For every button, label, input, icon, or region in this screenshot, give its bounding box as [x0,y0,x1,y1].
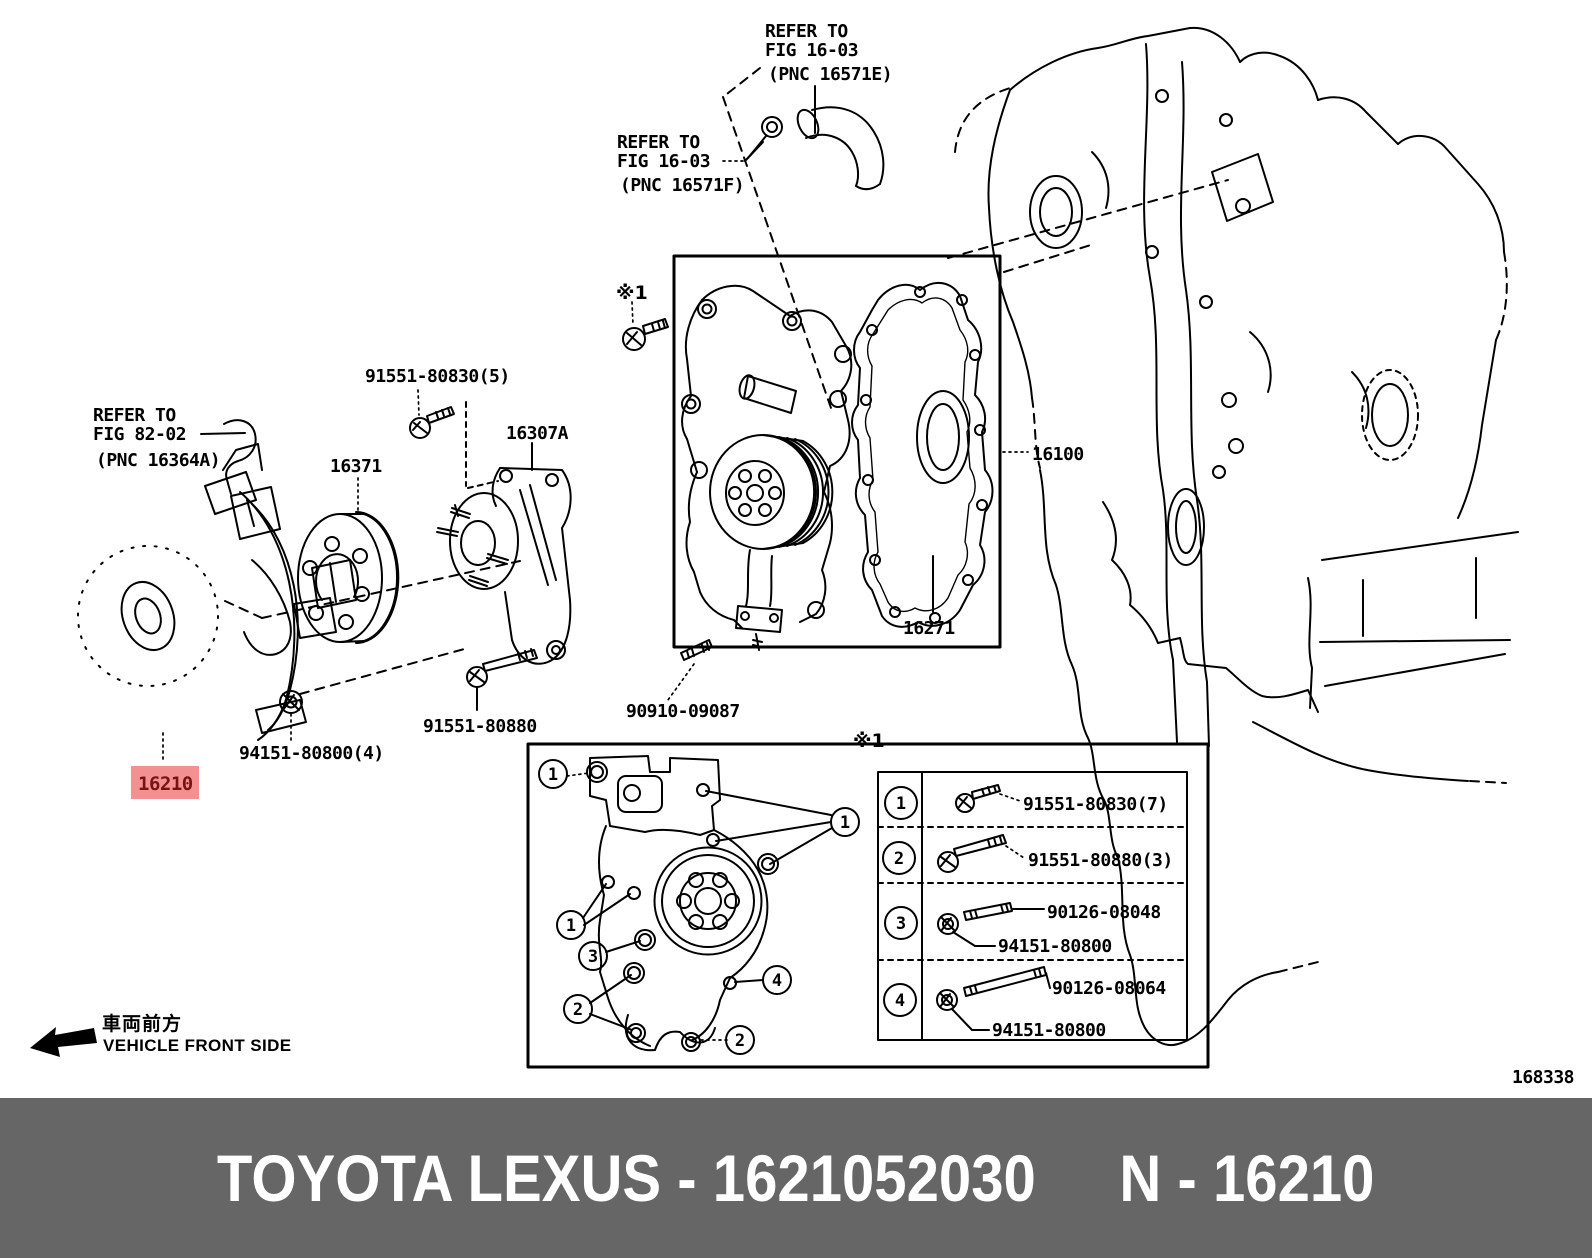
part-label-91551-80830-5: 91551-80830(5) [365,366,510,387]
footer-part-number: TOYOTA LEXUS - 1621052030 [217,1141,1037,1215]
exploded-axis-lines [224,401,521,695]
refer-fig1603e-line1: REFER TO [765,21,848,42]
table-part-91551-80880-3: 91551-80880(3) [1028,850,1173,871]
highlighted-part-box[interactable] [131,766,199,799]
table-stud-08048-icon [963,902,1045,921]
footer-bar: TOYOTA LEXUS - 1621052030 N - 16210 [0,1098,1592,1258]
table-row2-num: 2 [894,849,904,869]
refer-fig8202-line1: REFER TO [93,405,176,426]
callout-2a: 2 [573,1000,583,1020]
table-row3-num: 3 [896,914,906,934]
refer-fig1603e-line3: (PNC 16571E) [768,64,892,85]
stud-90910-09087-icon [680,639,713,661]
bolt-91551-80880-icon [466,648,538,688]
table-stud-08064-icon [963,966,1051,997]
table-bolt-80830-icon [955,784,1021,813]
part-label-16307a: 16307A [506,423,569,444]
engine-line-art [947,26,1519,1046]
part-label-90910-09087: 90910-09087 [626,701,740,722]
callout-1c: 1 [566,916,576,936]
label-leader-lines [162,85,1029,764]
note-marker-left: ※1 [616,282,648,304]
part-label-16100: 16100 [1032,444,1084,465]
bolt-91551-80830-icon [409,406,455,439]
table-nut-80800-row3-icon [937,913,996,947]
footer-pnc: N - 16210 [1119,1141,1375,1215]
part-label-94151-80800-4: 94151-80800(4) [239,743,384,764]
callout-3: 3 [588,947,598,967]
note-marker-box: ※1 [853,730,885,752]
vehicle-front-label-en: VEHICLE FRONT SIDE [103,1036,292,1055]
bolt-note1-icon [622,318,669,351]
water-pump-box [672,254,1002,651]
part-label-16371: 16371 [330,456,382,477]
refer-fig1603f-line3: (PNC 16571F) [620,175,744,196]
table-row1-num: 1 [896,794,906,814]
fan-coupling-art [77,443,357,741]
refer-fig8202-line3: (PNC 16364A) [96,450,220,471]
refer-8202-part-art [223,419,281,540]
refer-fig8202-line2: FIG 82-02 [93,424,186,445]
vehicle-front-arrow-icon [30,1027,97,1057]
refer-fig1603f-line2: FIG 16-03 [617,151,710,172]
table-part-90126-08048: 90126-08048 [1047,902,1161,923]
refer-fig1603f-line1: REFER TO [617,132,700,153]
table-part-94151-80800-r3: 94151-80800 [998,936,1112,957]
hose-and-clamp-art [722,67,885,409]
vehicle-front-label-jp: 車両前方 [102,1012,182,1035]
part-label-91551-80880: 91551-80880 [423,716,537,737]
callout-2b: 2 [735,1031,745,1051]
part-label-16210[interactable]: 16210 [138,773,193,795]
callout-1a: 1 [548,765,558,785]
table-row4-num: 4 [895,991,905,1011]
figure-code: 168338 [1512,1067,1574,1088]
hose-clamp-icon [761,116,783,138]
table-part-90126-08064: 90126-08064 [1052,978,1166,999]
part-label-16271: 16271 [903,618,955,639]
footer-text: TOYOTA LEXUS - 1621052030 N - 16210 [217,1145,1375,1211]
nut-94151-80800-icon [279,690,303,714]
fastener-detail-box [526,742,1210,1069]
pulley-16371-art [297,511,400,644]
table-nut-80800-row4-icon [936,989,990,1031]
callout-4: 4 [772,971,782,991]
diagram-labels: REFER TO FIG 16-03 (PNC 16571E) REFER TO… [93,21,1575,1088]
table-part-91551-80830-7: 91551-80830(7) [1023,794,1168,815]
callout-1b: 1 [840,813,850,833]
table-bolt-80880-icon [937,834,1025,873]
table-part-94151-80800-r4: 94151-80800 [992,1020,1106,1041]
refer-fig1603e-line2: FIG 16-03 [765,40,858,61]
bracket-16307a-art [436,467,572,665]
